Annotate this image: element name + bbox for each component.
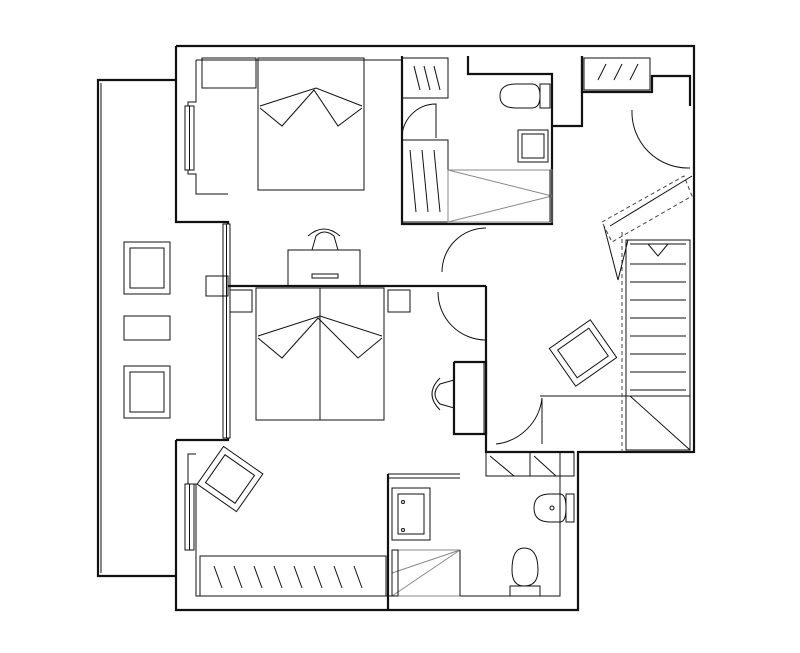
- door: [437, 291, 487, 341]
- door: [401, 103, 437, 139]
- wardrobe: [201, 57, 257, 89]
- staircase: [601, 175, 693, 452]
- cabinet: [583, 57, 651, 91]
- bidet: [533, 493, 575, 523]
- washbasin: [517, 129, 549, 163]
- shower: [447, 169, 553, 223]
- window: [184, 105, 195, 171]
- desk-chair: [431, 377, 455, 411]
- armchair: [123, 241, 171, 295]
- nightstand: [229, 289, 253, 313]
- cabinet: [485, 451, 575, 477]
- interior-walls: [205, 56, 692, 610]
- double-bed: [255, 287, 385, 421]
- door: [441, 227, 487, 273]
- toilet: [499, 83, 551, 109]
- door: [631, 109, 691, 169]
- armchair: [123, 365, 171, 419]
- desk-chair: [307, 228, 341, 251]
- window: [222, 223, 231, 439]
- wardrobe: [401, 57, 449, 99]
- exterior-walls: [174, 44, 696, 612]
- nightstand: [387, 289, 411, 313]
- door: [495, 397, 543, 445]
- armchair: [548, 319, 618, 387]
- coffee-table: [123, 315, 171, 341]
- washbasin: [391, 487, 431, 541]
- window: [184, 483, 195, 551]
- terrace: [96, 78, 176, 578]
- toilet: [509, 547, 541, 597]
- desk: [453, 361, 485, 435]
- wardrobe: [401, 139, 449, 223]
- shower: [391, 549, 461, 597]
- desk: [287, 249, 361, 287]
- double-bed: [257, 57, 365, 191]
- armchair: [196, 445, 264, 513]
- wardrobe: [199, 555, 387, 597]
